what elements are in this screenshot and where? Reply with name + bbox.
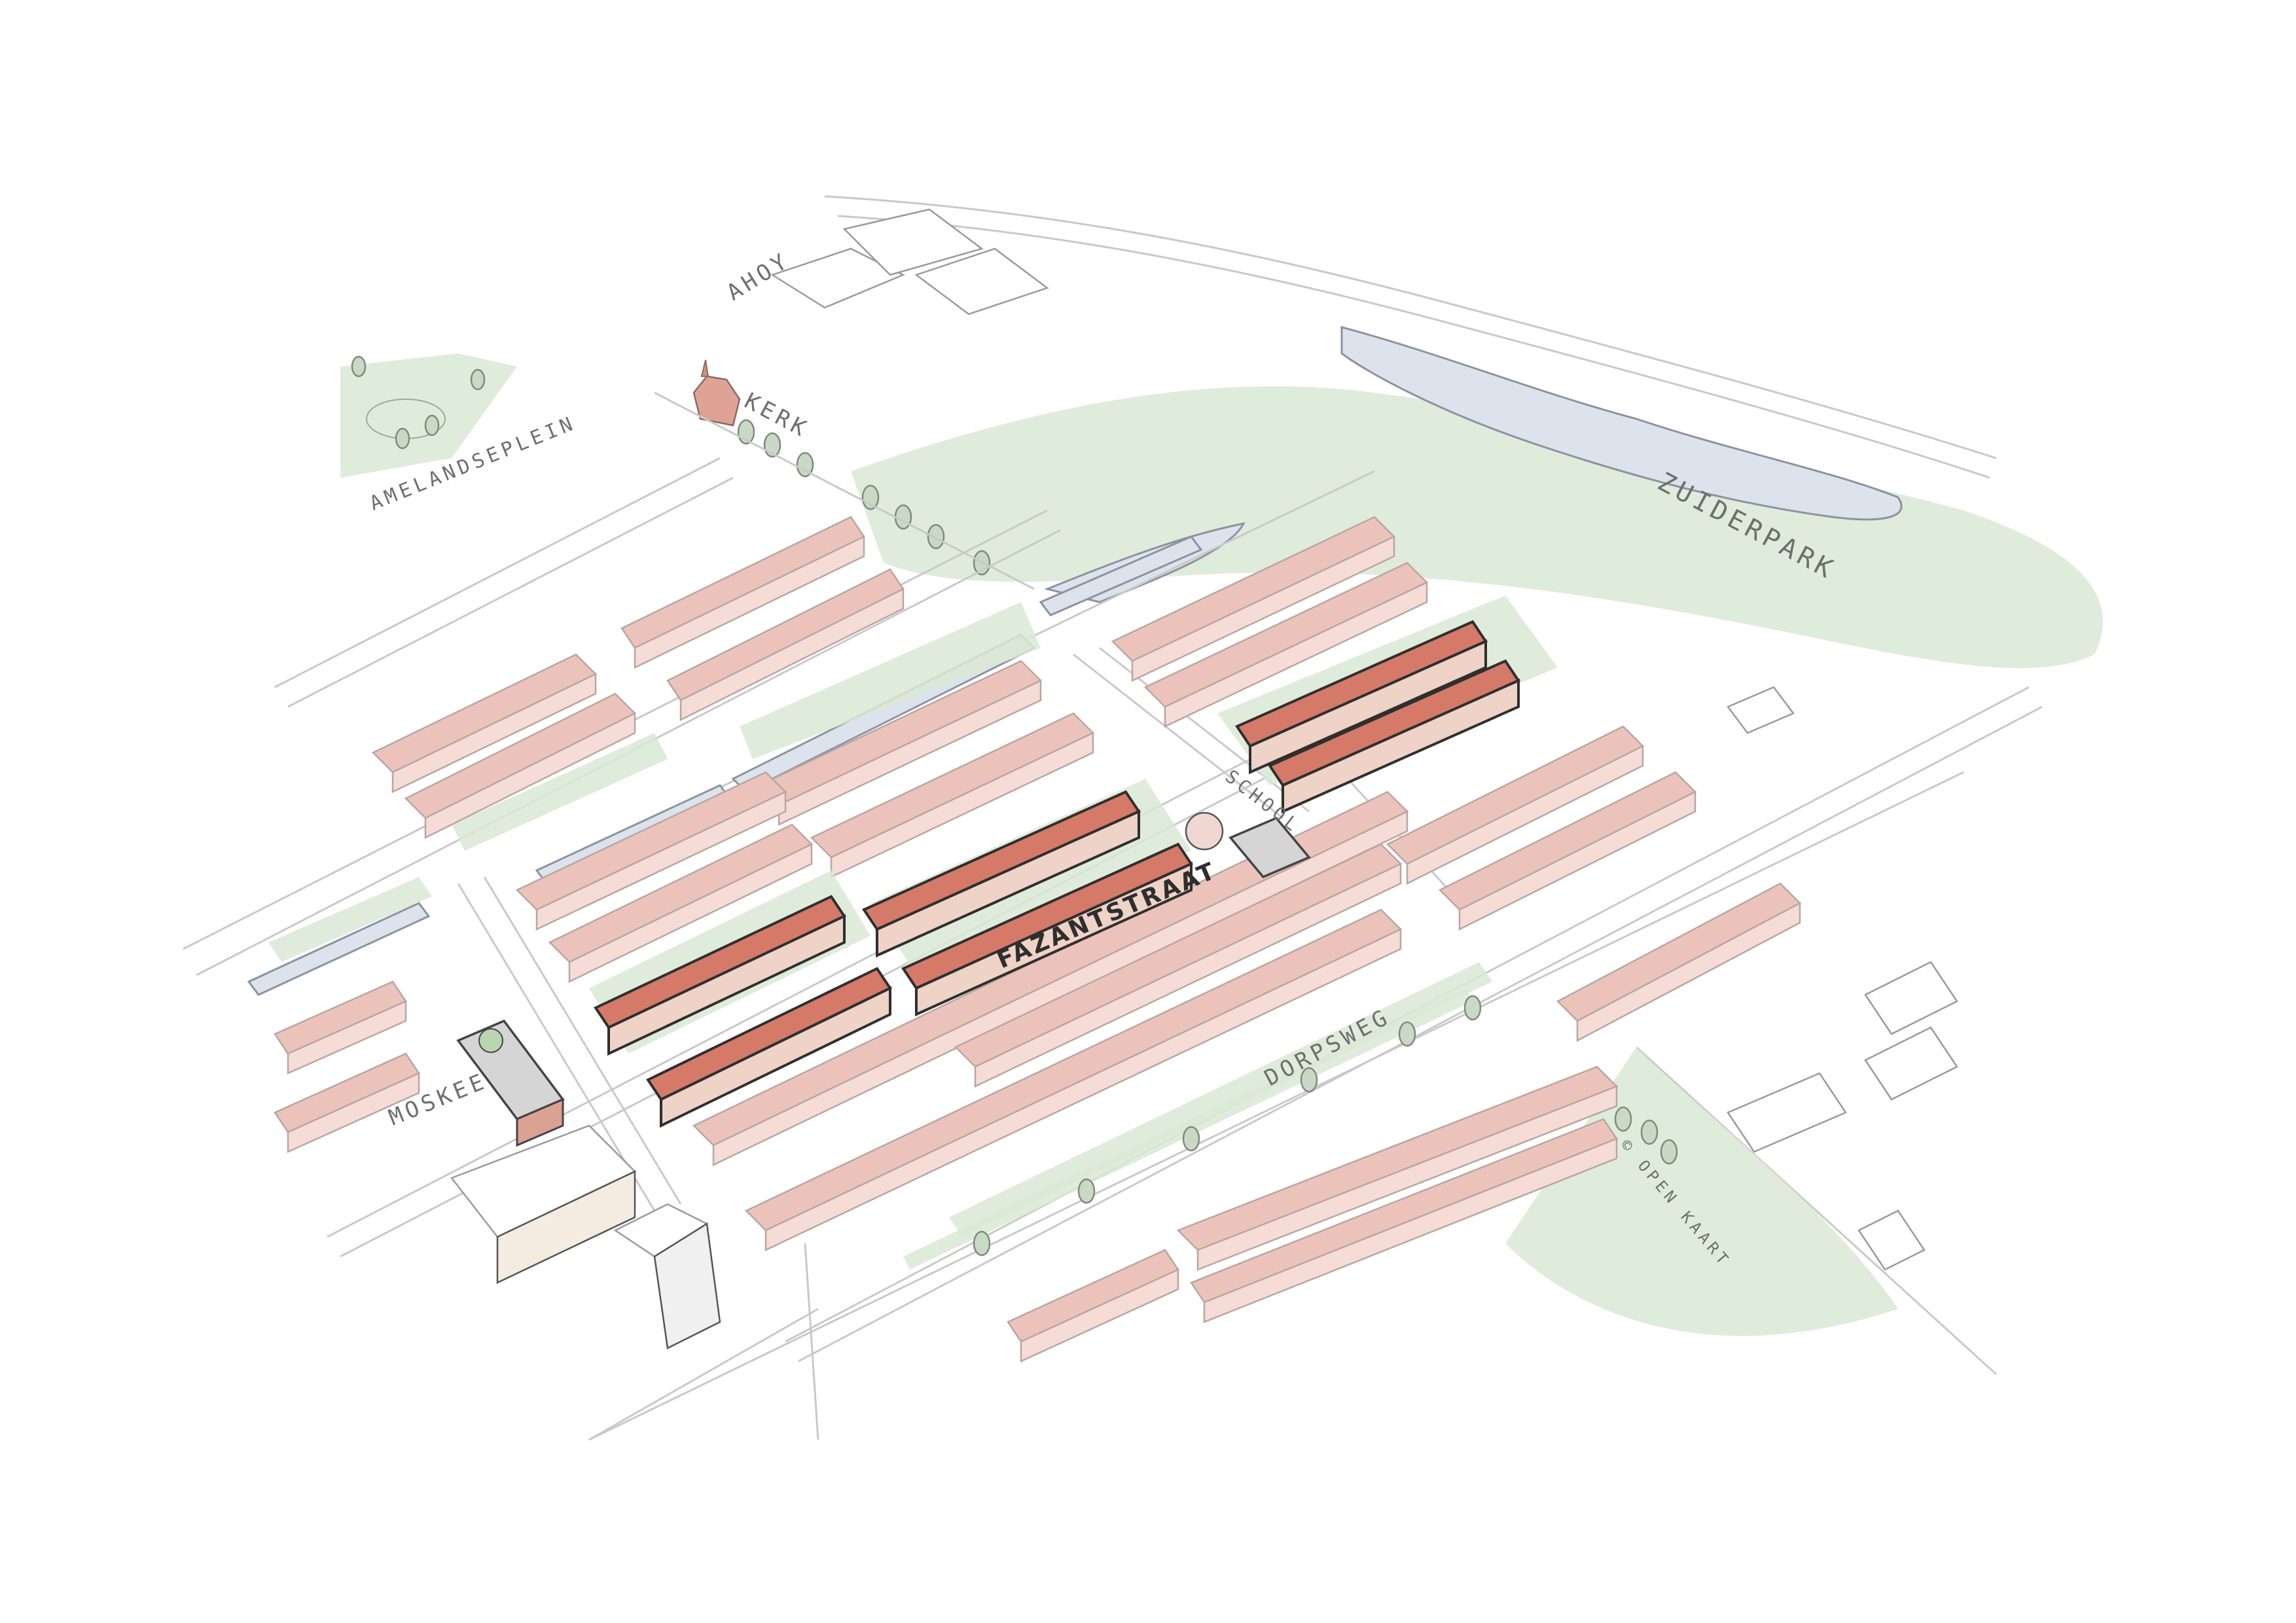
- housing-block: [666, 568, 905, 722]
- mosque-dome-icon: [478, 1028, 503, 1053]
- housing-block: [1007, 1249, 1179, 1363]
- highlighted-blocks: FAZANTSTRAAT: [589, 596, 1558, 1128]
- housing-block: [1190, 1118, 1618, 1323]
- housing-block: [274, 1052, 420, 1153]
- housing-block: [274, 980, 407, 1075]
- housing-block: [1111, 516, 1396, 682]
- housing-block: [1438, 771, 1697, 931]
- housing-block: [371, 653, 598, 793]
- housing-block: [1176, 1065, 1619, 1271]
- housing-block: [692, 791, 1409, 1166]
- highlighted-block-a: [589, 870, 892, 1128]
- tree-group: [351, 355, 486, 450]
- ahoy-complex: AHOY: [723, 208, 1049, 315]
- housing-block: [1556, 882, 1802, 1043]
- housing-block: [744, 908, 1403, 1251]
- faint-housing-blocks: [274, 516, 1802, 1363]
- housing-block: [620, 516, 865, 669]
- housing-block: [1386, 725, 1645, 885]
- housing-block: [954, 843, 1403, 1088]
- east-buildings: [1727, 686, 1958, 1271]
- tree-row-kerk: [737, 419, 991, 576]
- housing-block: [810, 712, 1095, 878]
- amelandseplein-park: AMELANDSEPLEIN: [340, 353, 579, 515]
- highlighted-block-c: [1217, 596, 1558, 814]
- flats-and-tower: [450, 1124, 721, 1349]
- zuiderpark-pond: [1340, 326, 1903, 521]
- housing-block: [404, 692, 637, 840]
- housing-block: [515, 771, 787, 931]
- housing-block: [548, 823, 814, 983]
- housing-block: [1143, 562, 1429, 728]
